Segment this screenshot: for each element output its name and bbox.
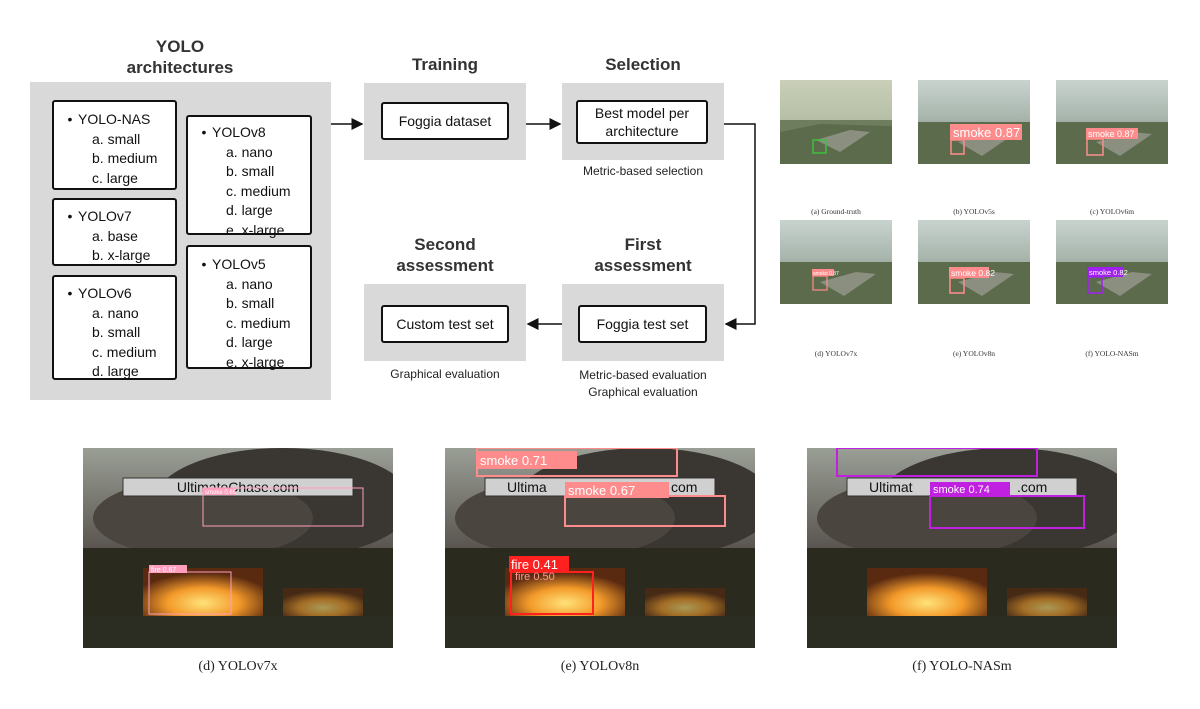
architectures-title: YOLO architectures: [126, 37, 234, 77]
variant: d. large: [226, 334, 273, 350]
variant: b. small: [92, 324, 141, 340]
fire-caption: (e) YOLOv8n: [560, 659, 640, 674]
smoke-label: smoke 0.71: [480, 453, 547, 468]
variant: a. nano: [226, 275, 273, 292]
thumbnail-yolo-nasm: smoke 0.82: [1056, 220, 1168, 304]
smoke-label: smoke 0.65: [205, 490, 237, 496]
fire-label: fire 0.50: [515, 571, 555, 583]
thumbnail-caption: (d) YOLOv7x: [814, 349, 858, 358]
first-assessment-title: First assessment: [594, 235, 692, 275]
arch-box-yolov5: •YOLOv5 a. nano b. small c. medium d. la…: [186, 245, 312, 370]
variant: e. x-large: [226, 221, 285, 238]
variant: c. medium: [226, 182, 291, 199]
arch-box-yolov7: •YOLOv7 a. base b. x-large: [52, 198, 177, 266]
banner-text-end: .com: [1017, 479, 1047, 495]
arch-box-yolov6: •YOLOv6 a. nano b. small c. medium d. la…: [52, 275, 177, 380]
thumbnail-yolov7x: smoke 0.87: [780, 220, 892, 304]
banner-text: Ultima: [507, 479, 547, 495]
fire-caption: (f) YOLO-NASm: [912, 659, 1012, 674]
second-assessment-caption: Graphical evaluation: [390, 367, 500, 381]
variant: a. nano: [226, 143, 273, 160]
arch-name: YOLOv8: [212, 124, 266, 140]
banner-text: UltimateChase.com: [177, 479, 299, 495]
smoke-label: smoke 0.67: [568, 483, 635, 498]
arch-name: YOLOv5: [212, 256, 266, 272]
thumbnail-caption: (b) YOLOv5s: [953, 207, 995, 216]
arrow-selection-to-first: [724, 123, 756, 330]
training-title: Training: [411, 55, 479, 74]
custom-test-box: Custom test set: [381, 305, 509, 343]
foggia-test-box: Foggia test set: [578, 305, 707, 343]
arch-name: YOLOv6: [78, 285, 132, 301]
variant: c. medium: [226, 314, 291, 331]
selection-title: Selection: [605, 55, 681, 74]
variant: a. small: [92, 130, 141, 147]
variant: c. medium: [92, 343, 157, 360]
variant: a. nano: [92, 304, 139, 321]
banner-text: Ultimat: [869, 479, 913, 495]
variant: b. small: [226, 295, 275, 311]
fire-caption: (d) YOLOv7x: [198, 659, 278, 674]
thumb-label: smoke 0.87: [813, 271, 839, 277]
best-model-box: Best model per architecture: [576, 100, 708, 144]
thumbnail-yolov5s: smoke 0.87: [918, 80, 1030, 164]
thumbnail-caption: (a) Ground-truth: [811, 207, 861, 216]
thumbnail-caption: (e) YOLOv8n: [952, 349, 995, 358]
first-assessment-caption: Metric-based evaluation Graphical evalua…: [579, 368, 707, 399]
thumbnail-caption: (c) YOLOv6m: [1089, 207, 1135, 216]
arch-name: YOLOv7: [78, 208, 132, 224]
arch-box-yolov8: •YOLOv8 a. nano b. small c. medium d. la…: [186, 115, 312, 238]
banner-text-end: com: [671, 479, 697, 495]
variant: b. medium: [92, 150, 158, 166]
fire-label: fire 0.41: [511, 557, 558, 572]
variant: b. small: [226, 163, 275, 179]
variant: b. x-large: [92, 247, 151, 263]
second-assessment-title: Second assessment: [396, 235, 494, 275]
variant: a. base: [92, 227, 138, 244]
selection-caption: Metric-based selection: [582, 164, 704, 178]
thumb-label: smoke 0.87: [1088, 129, 1135, 139]
fire-image-yolov8n: Ultima com smoke 0.71 smoke 0.67 fire 0.…: [445, 448, 755, 648]
thumbnail-yolov6m: smoke 0.87: [1056, 80, 1168, 164]
variant: d. large: [226, 202, 273, 218]
arch-box-yolo-nas: •YOLO-NAS a. small b. medium c. large: [52, 100, 177, 190]
gt-smoke-box: [812, 139, 827, 154]
thumb-label: smoke 0.82: [1089, 268, 1128, 277]
foggia-dataset-box: Foggia dataset: [381, 102, 509, 140]
thumbnail-yolov8n: smoke 0.82: [918, 220, 1030, 304]
thumbnail-caption: (f) YOLO-NASm: [1085, 349, 1139, 358]
variant: d. large: [92, 363, 139, 379]
thumb-label: smoke 0.82: [951, 268, 995, 278]
arch-name: YOLO-NAS: [78, 111, 151, 127]
smoke-label: smoke 0.74: [933, 484, 990, 496]
fire-image-yolo-nasm: Ultimat .com smoke 0.74: [807, 448, 1117, 648]
thumbnail-ground-truth: [780, 80, 892, 164]
thumb-label: smoke 0.87: [953, 125, 1020, 140]
fire-label: fire 0.67: [151, 567, 176, 574]
variant: c. large: [92, 169, 138, 186]
variant: e. x-large: [226, 353, 285, 370]
fire-image-yolov7x: UltimateChase.com smoke 0.65 fire 0.67: [83, 448, 393, 648]
